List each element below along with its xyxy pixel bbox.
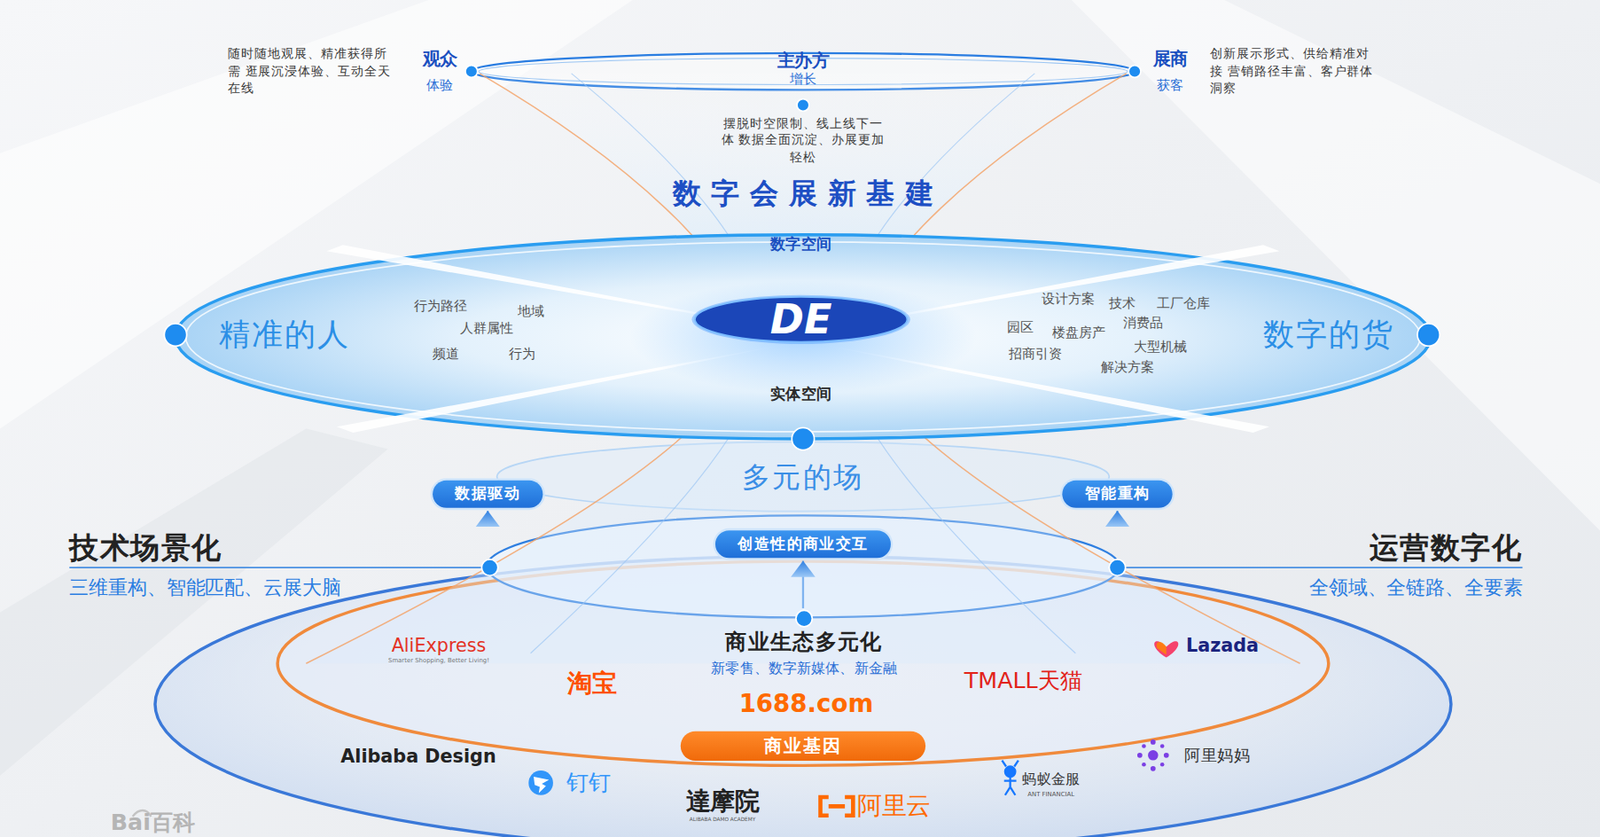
node-title: 数据驱动 (454, 483, 521, 504)
node-title: 精准的人 (218, 315, 350, 354)
node-title: 商业生态多元化 (725, 628, 882, 656)
brand-logo: 1688.com (739, 690, 875, 718)
pill-tag: 商业基因 (680, 731, 926, 762)
keyword-label: 频道 (432, 346, 460, 361)
brand-logo: 钉钉 (566, 770, 612, 796)
keyword-label: 解决方案 (1100, 359, 1155, 375)
stakeholder-node: 观众体验 随时随地观展、精准获得所需 逛展沉浸体验、互动全天在线 (227, 45, 458, 97)
node-title: 智能重构 (1084, 483, 1151, 504)
pill-tag: 创造性的商业交互 (715, 530, 891, 558)
keyword-label: 园区 (1006, 320, 1034, 335)
brand-logo: TMALL天猫 (964, 668, 1084, 694)
node-text: 获客 (1156, 77, 1184, 94)
node-text: DE (770, 298, 833, 340)
brand-logo: 阿里云 (857, 792, 931, 820)
keyword-label: 设计方案 (1041, 291, 1095, 306)
diagram-title: 数字会展新基建 (662, 178, 945, 210)
stakeholder-node: 展商获客 创新展示形式、供给精准对接 营销路径丰富、客户群体洞察 (1153, 45, 1383, 97)
keyword-label: 楼盘房产 (1052, 325, 1106, 340)
brand-logo: AliExpress (391, 634, 487, 656)
node-title: 运营数字化 (1107, 528, 1523, 565)
node-title: 观众 (422, 48, 458, 71)
node-text: 摆脱时空限制、线上线下一体 数据全面沉淀、办展更加轻松 (717, 115, 890, 167)
brand-logo: 蚂蚁金服 (1022, 772, 1079, 789)
keyword-label: 人群属性 (460, 320, 514, 336)
keyword-label: 地域 (517, 304, 545, 319)
brand-logo: Alibaba Design (340, 746, 496, 767)
node-text: 创新展示形式、供给精准对接 营销路径丰富、客户群体洞察 (1209, 45, 1382, 97)
side-heading: 技术场景化三维重构、智能匹配、云展大脑 (69, 528, 500, 600)
keyword-label: 技术 (1108, 296, 1136, 312)
flow-arrow (1116, 510, 1118, 527)
node-title: 技术场景化 (69, 528, 500, 565)
ecosystem-node: 商业生态多元化新零售、数字新媒体、新金融 (710, 609, 898, 678)
brand-logo: 阿里妈妈 (1184, 746, 1250, 765)
brand-logo: 淘宝 (567, 670, 617, 697)
keyword-label: 消费品 (1123, 316, 1163, 331)
node-text: 三维重构、智能匹配、云展大脑 (69, 575, 500, 600)
keyword-label: 工厂仓库 (1156, 296, 1210, 312)
pill-tag: 数据驱动 (432, 480, 543, 508)
keyword-label: 行为 (508, 346, 536, 361)
keyword-label: 招商引资 (1008, 346, 1062, 361)
node-title: 数字的货 (1263, 315, 1394, 354)
node-text: 增长 (789, 71, 817, 89)
flow-arrow (486, 510, 489, 527)
side-heading: 运营数字化全领域、全链路、全要素 (1107, 528, 1523, 600)
pill-tag: 智能重构 (1061, 480, 1172, 508)
node-title: 展商 (1153, 48, 1188, 71)
keyword-label: 行为路径 (413, 298, 468, 313)
stakeholder-node: 主办方增长摆脱时空限制、线上线下一体 数据全面沉淀、办展更加轻松 (717, 49, 890, 166)
brand-tagline: ALIBABA DAMO ACADEMY (689, 816, 756, 822)
flow-arrow (802, 560, 804, 609)
brand-logo: 達摩院 (686, 787, 760, 814)
keyword-label: 大型机械 (1133, 339, 1187, 354)
node-title: 商业基因 (764, 734, 842, 757)
node-title: 主办方 (777, 49, 830, 71)
node-title: 创造性的商业交互 (737, 534, 868, 555)
watermark: Bai百科 (110, 810, 196, 836)
brand-tagline: Smarter Shopping, Better Living! (388, 656, 490, 664)
node-text: 体验 (426, 77, 453, 94)
node-title: 数字空间 (770, 234, 832, 255)
node-title: 多元的场 (741, 458, 865, 494)
pillar-label: 精准的人 (218, 315, 350, 354)
brand-logo: Lazada (1186, 634, 1259, 656)
node-text: 全领域、全链路、全要素 (1107, 575, 1523, 600)
core-oval: 数字空间 DE 实体空间 (688, 234, 914, 405)
node-text: 新零售、数字新媒体、新金融 (710, 659, 898, 678)
node-text: 实体空间 (770, 384, 832, 405)
node-text: 随时随地观展、精准获得所需 逛展沉浸体验、互动全天在线 (227, 45, 400, 97)
pillar-label: 数字的货 (1263, 315, 1394, 354)
brand-tagline: ANT FINANCIAL (1027, 790, 1075, 798)
pillar-label: 多元的场 (741, 458, 865, 494)
